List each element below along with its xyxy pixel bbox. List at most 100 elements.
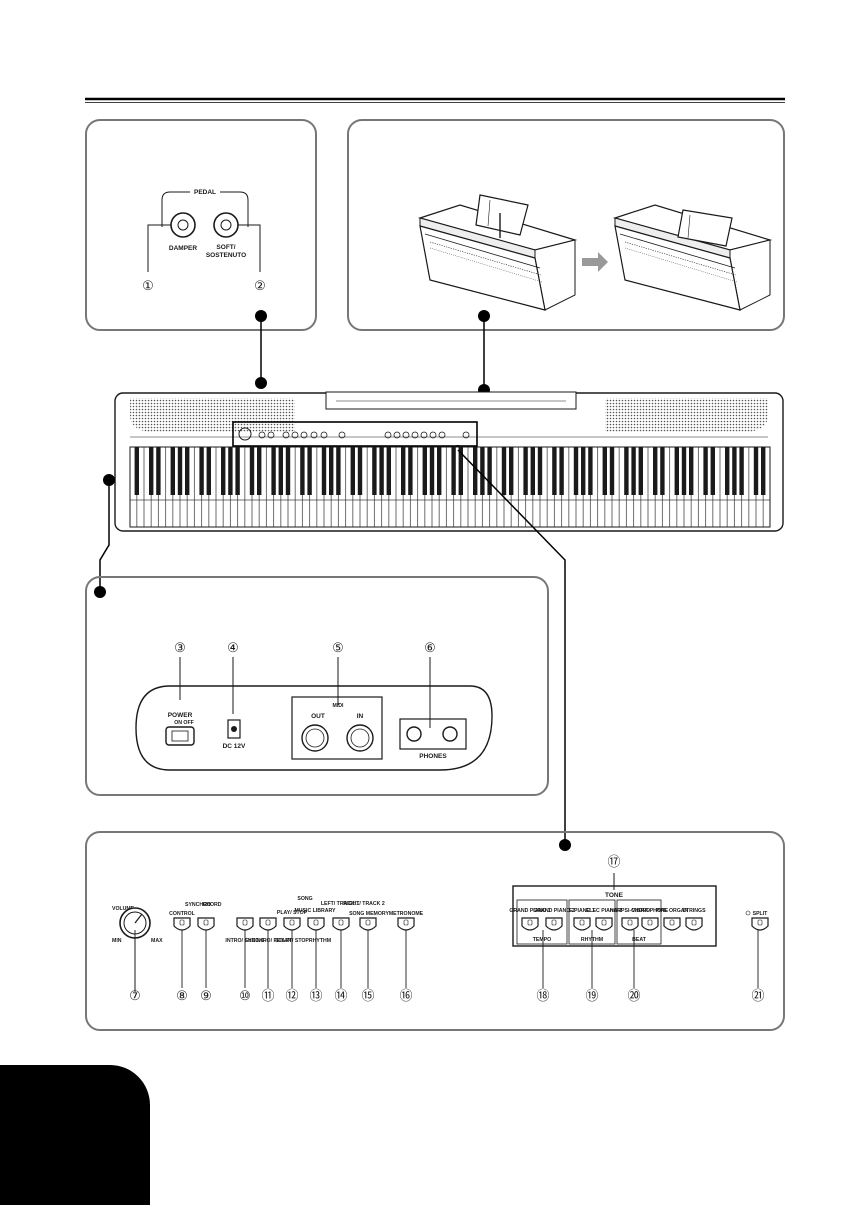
- song-memory-label: SONG MEMORY: [349, 911, 389, 917]
- black-key: [249, 447, 255, 495]
- black-key: [559, 447, 564, 495]
- callout-number: ⑬: [309, 988, 322, 1003]
- callout-number: ⑩: [239, 988, 251, 1003]
- black-key: [156, 447, 161, 495]
- black-key: [422, 447, 427, 495]
- callout-number: ⑱: [536, 988, 549, 1003]
- black-key: [257, 447, 262, 495]
- panel-button: [521, 917, 539, 931]
- panel-button: [663, 917, 681, 931]
- sostenuto-label: SOSTENUTO: [206, 252, 246, 259]
- panel-button: [359, 917, 377, 931]
- black-key: [689, 447, 694, 495]
- black-key: [278, 447, 283, 495]
- black-key: [177, 447, 183, 495]
- black-key: [537, 447, 543, 495]
- metronome-label: METRONOME: [389, 911, 424, 917]
- callout-4: ④: [227, 640, 239, 655]
- black-key: [581, 447, 586, 495]
- black-key: [185, 447, 190, 495]
- power-sub-label: ON OFF: [174, 720, 194, 726]
- black-key: [653, 447, 658, 495]
- pedal-panel: PEDAL DAMPER SOFT/ SOSTENUTO ① ②: [85, 119, 317, 331]
- black-key: [631, 447, 636, 495]
- black-key: [458, 447, 463, 495]
- black-key: [761, 447, 766, 495]
- black-key: [725, 447, 730, 495]
- panel-button: [236, 917, 254, 931]
- black-key: [271, 447, 276, 495]
- black-key: [221, 447, 226, 495]
- black-key: [300, 447, 305, 495]
- volume-min-label: MIN: [112, 938, 122, 944]
- black-key: [134, 447, 139, 495]
- black-key: [473, 447, 478, 495]
- soft-label: SOFT/: [216, 244, 235, 251]
- panel-button: [595, 917, 613, 931]
- panel-button: [259, 917, 277, 931]
- black-key: [170, 447, 175, 495]
- black-key: [609, 447, 615, 495]
- callout-number: ⑦: [129, 988, 141, 1003]
- black-key: [739, 447, 744, 495]
- black-key: [408, 447, 413, 495]
- black-key: [681, 447, 687, 495]
- panel-button: [197, 917, 215, 931]
- music-stand-panel: [347, 119, 785, 331]
- callout-number: ㉑: [751, 988, 764, 1003]
- black-key: [732, 447, 737, 495]
- black-key: [638, 447, 643, 495]
- right-track-label: RIGHT/ TRACK 2: [343, 901, 385, 907]
- callout-number: ⑳: [627, 988, 640, 1003]
- black-key: [235, 447, 240, 495]
- panel-button: [685, 917, 703, 931]
- callout-number: ⑭: [334, 988, 347, 1003]
- panel-button: [173, 917, 191, 931]
- black-key: [336, 447, 341, 495]
- black-key: [710, 447, 715, 495]
- rear-panel: ③ ④ ⑤ ⑥ POWER ON OFF DC 12V MIDI OUT IN …: [85, 576, 549, 796]
- black-key: [386, 447, 391, 495]
- black-key: [487, 447, 492, 495]
- black-key: [437, 447, 442, 495]
- black-key: [530, 447, 535, 495]
- callout-number: ⑫: [285, 988, 298, 1003]
- panel-button: [283, 917, 301, 931]
- black-key: [149, 447, 154, 495]
- black-key: [321, 447, 327, 495]
- black-key: [307, 447, 312, 495]
- tone-name-label: PIPE ORGAN: [656, 908, 689, 914]
- callout-number: ⑰: [607, 854, 620, 869]
- dc-label: DC 12V: [223, 743, 246, 750]
- midi-label: MIDI: [333, 703, 345, 709]
- black-key: [228, 447, 233, 495]
- phones-label: PHONES: [419, 753, 447, 760]
- midi-out-label: OUT: [311, 713, 325, 720]
- phones-jack-1: [406, 726, 422, 742]
- song-label: SONG: [297, 896, 312, 902]
- tone-name-label: HARPSI-CHORD: [610, 908, 651, 914]
- black-key: [451, 447, 456, 495]
- black-key: [480, 447, 485, 495]
- damper-jack: [170, 212, 196, 238]
- callout-number: ⑧: [176, 988, 188, 1003]
- callout-5: ⑤: [332, 640, 344, 655]
- tone-name-label: VIBRA-PHONE: [632, 908, 669, 914]
- black-key: [552, 447, 557, 495]
- callout-number: ⑯: [399, 988, 412, 1003]
- tone-name-label: GRAND PIANO 1: [509, 908, 550, 914]
- tone-name-label: GRAND PIANO 2: [533, 908, 574, 914]
- main-piano-illustration: [114, 391, 784, 532]
- page-side-tab: [0, 1065, 150, 1205]
- black-key: [501, 447, 507, 495]
- black-key: [372, 447, 377, 495]
- volume-max-label: MAX: [151, 938, 163, 944]
- black-key: [206, 447, 211, 495]
- tone-name-label: E.PIANO 1: [569, 908, 595, 914]
- tone-name-label: ELEC PIANO 2: [586, 908, 622, 914]
- callout-number: ⑮: [361, 988, 374, 1003]
- split-label: SPLIT: [753, 911, 769, 917]
- panel-button: [573, 917, 591, 931]
- midi-in-label: IN: [357, 713, 364, 720]
- arrow-right-icon: [582, 252, 608, 272]
